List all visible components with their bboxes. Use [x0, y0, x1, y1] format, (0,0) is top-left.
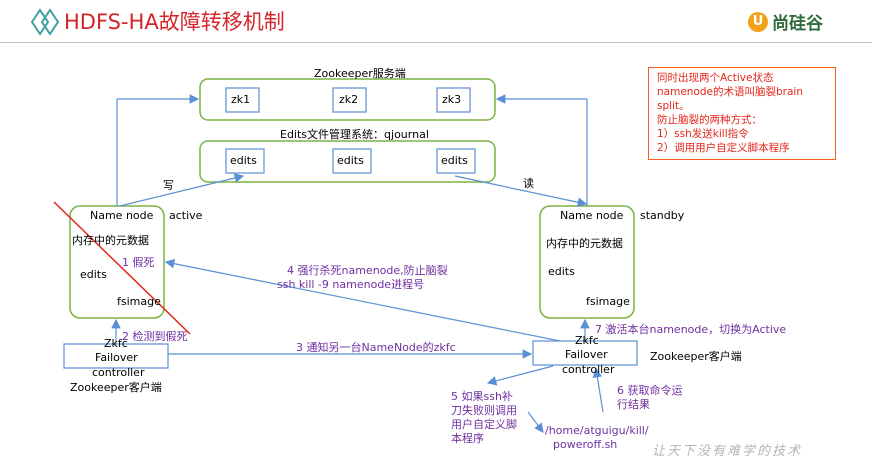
zookeeper-title: Zookeeper服务端	[314, 67, 406, 80]
step-3-label: 3 通知另一台NameNode的zkfc	[296, 341, 456, 354]
brand-name: 尚硅谷	[772, 14, 823, 34]
zkfc-left-line-3: controller	[92, 366, 145, 379]
diamond-logo-icon	[30, 8, 60, 36]
zk3-box	[436, 87, 471, 113]
active-nn-state: active	[169, 209, 203, 222]
edits-label-3: edits	[441, 154, 468, 167]
step-4-line-2: ssh kill -9 namenode进程号	[277, 278, 425, 291]
zk1-box	[225, 87, 260, 113]
page-title: HDFS-HA故障转移机制	[64, 10, 285, 34]
step-5-line-1: 5 如果ssh补	[451, 390, 513, 403]
step-7-label: 7 激活本台namenode，切换为Active	[595, 323, 787, 336]
script-path-line-2: poweroff.sh	[553, 438, 618, 451]
step-1-label: 1 假死	[122, 256, 155, 269]
step-5-line-3: 用户自定义脚	[451, 418, 517, 431]
note-line-2: namenode的术语叫脑裂brain	[657, 86, 803, 98]
footer-slogan: 让天下没有难学的技术	[652, 444, 803, 459]
active-nn-fsimage: fsimage	[117, 295, 161, 308]
step-5-line-2: 刀失败则调用	[451, 404, 517, 417]
note-line-1: 同时出现两个Active状态	[657, 72, 774, 84]
zkfc-left-box	[63, 343, 169, 369]
active-nn-meta: 内存中的元数据	[72, 234, 149, 247]
read-label: 读	[523, 177, 534, 190]
note-line-3: split。	[657, 100, 690, 112]
zkfc-right-line-2: Failover	[565, 348, 608, 361]
zk2-box	[332, 87, 367, 113]
script-arrow	[527, 411, 544, 433]
write-arrow	[119, 173, 245, 207]
step-5-line-4: 本程序	[451, 432, 484, 445]
step-2-label: 2 检测到假死	[122, 330, 188, 343]
note-line-6: 2）调用用户自定义脚本程序	[657, 142, 790, 154]
kill-arrow	[164, 258, 561, 342]
fallback-arrow	[486, 365, 554, 386]
standby-nn-edits: edits	[548, 265, 575, 278]
zkfc-left-line-1: Zkfc	[104, 337, 128, 350]
standby-nn-fsimage: fsimage	[586, 295, 630, 308]
step-4-line-1: 4 强行杀死namenode,防止脑裂	[287, 264, 448, 277]
zkfc-right-box	[532, 340, 638, 366]
journal-container	[199, 140, 496, 183]
write-label: 写	[163, 179, 174, 192]
header-divider	[0, 42, 872, 43]
standby-to-zk-arrow	[495, 94, 588, 206]
active-nn-name: Name node	[90, 209, 154, 222]
active-nn-edits: edits	[80, 268, 107, 281]
standby-nn-meta: 内存中的元数据	[546, 237, 623, 250]
dead-cross-line	[53, 201, 191, 335]
zk1-label: zk1	[231, 93, 251, 106]
active-to-zk-arrow	[116, 94, 200, 206]
brand-logo: U 尚硅谷	[748, 9, 823, 34]
edits-box-1	[225, 148, 265, 174]
script-path-line-1: /home/atguigu/kill/	[545, 424, 649, 437]
standby-nn-name: Name node	[560, 209, 624, 222]
standby-nn-state: standby	[640, 209, 685, 222]
zkfc-right-caption: Zookeeper客户端	[650, 350, 742, 363]
step-6-line-1: 6 获取命令运	[617, 384, 683, 397]
zkfc-left-caption: Zookeeper客户端	[70, 381, 162, 394]
zkfc-right-line-1: Zkfc	[575, 334, 599, 347]
read-arrow	[454, 175, 588, 207]
journal-title: Edits文件管理系统：qjournal	[280, 128, 429, 141]
edits-label-2: edits	[337, 154, 364, 167]
step-6-line-2: 行结果	[617, 398, 650, 411]
zkfc-right-line-3: controller	[562, 363, 615, 376]
zookeeper-container	[199, 78, 496, 121]
edits-label-1: edits	[230, 154, 257, 167]
edits-box-3	[436, 148, 476, 174]
zk3-label: zk3	[442, 93, 462, 106]
note-line-4: 防止脑裂的两种方式：	[657, 114, 762, 126]
note-line-5: 1）ssh发送kill指令	[657, 128, 749, 140]
result-arrow	[592, 367, 604, 413]
brain-split-note: 同时出现两个Active状态 namenode的术语叫脑裂brain split…	[648, 67, 836, 160]
edits-box-2	[332, 148, 372, 174]
zk2-label: zk2	[339, 93, 359, 106]
brand-mark-icon: U	[748, 11, 768, 32]
zkfc-left-line-2: Failover	[95, 351, 138, 364]
